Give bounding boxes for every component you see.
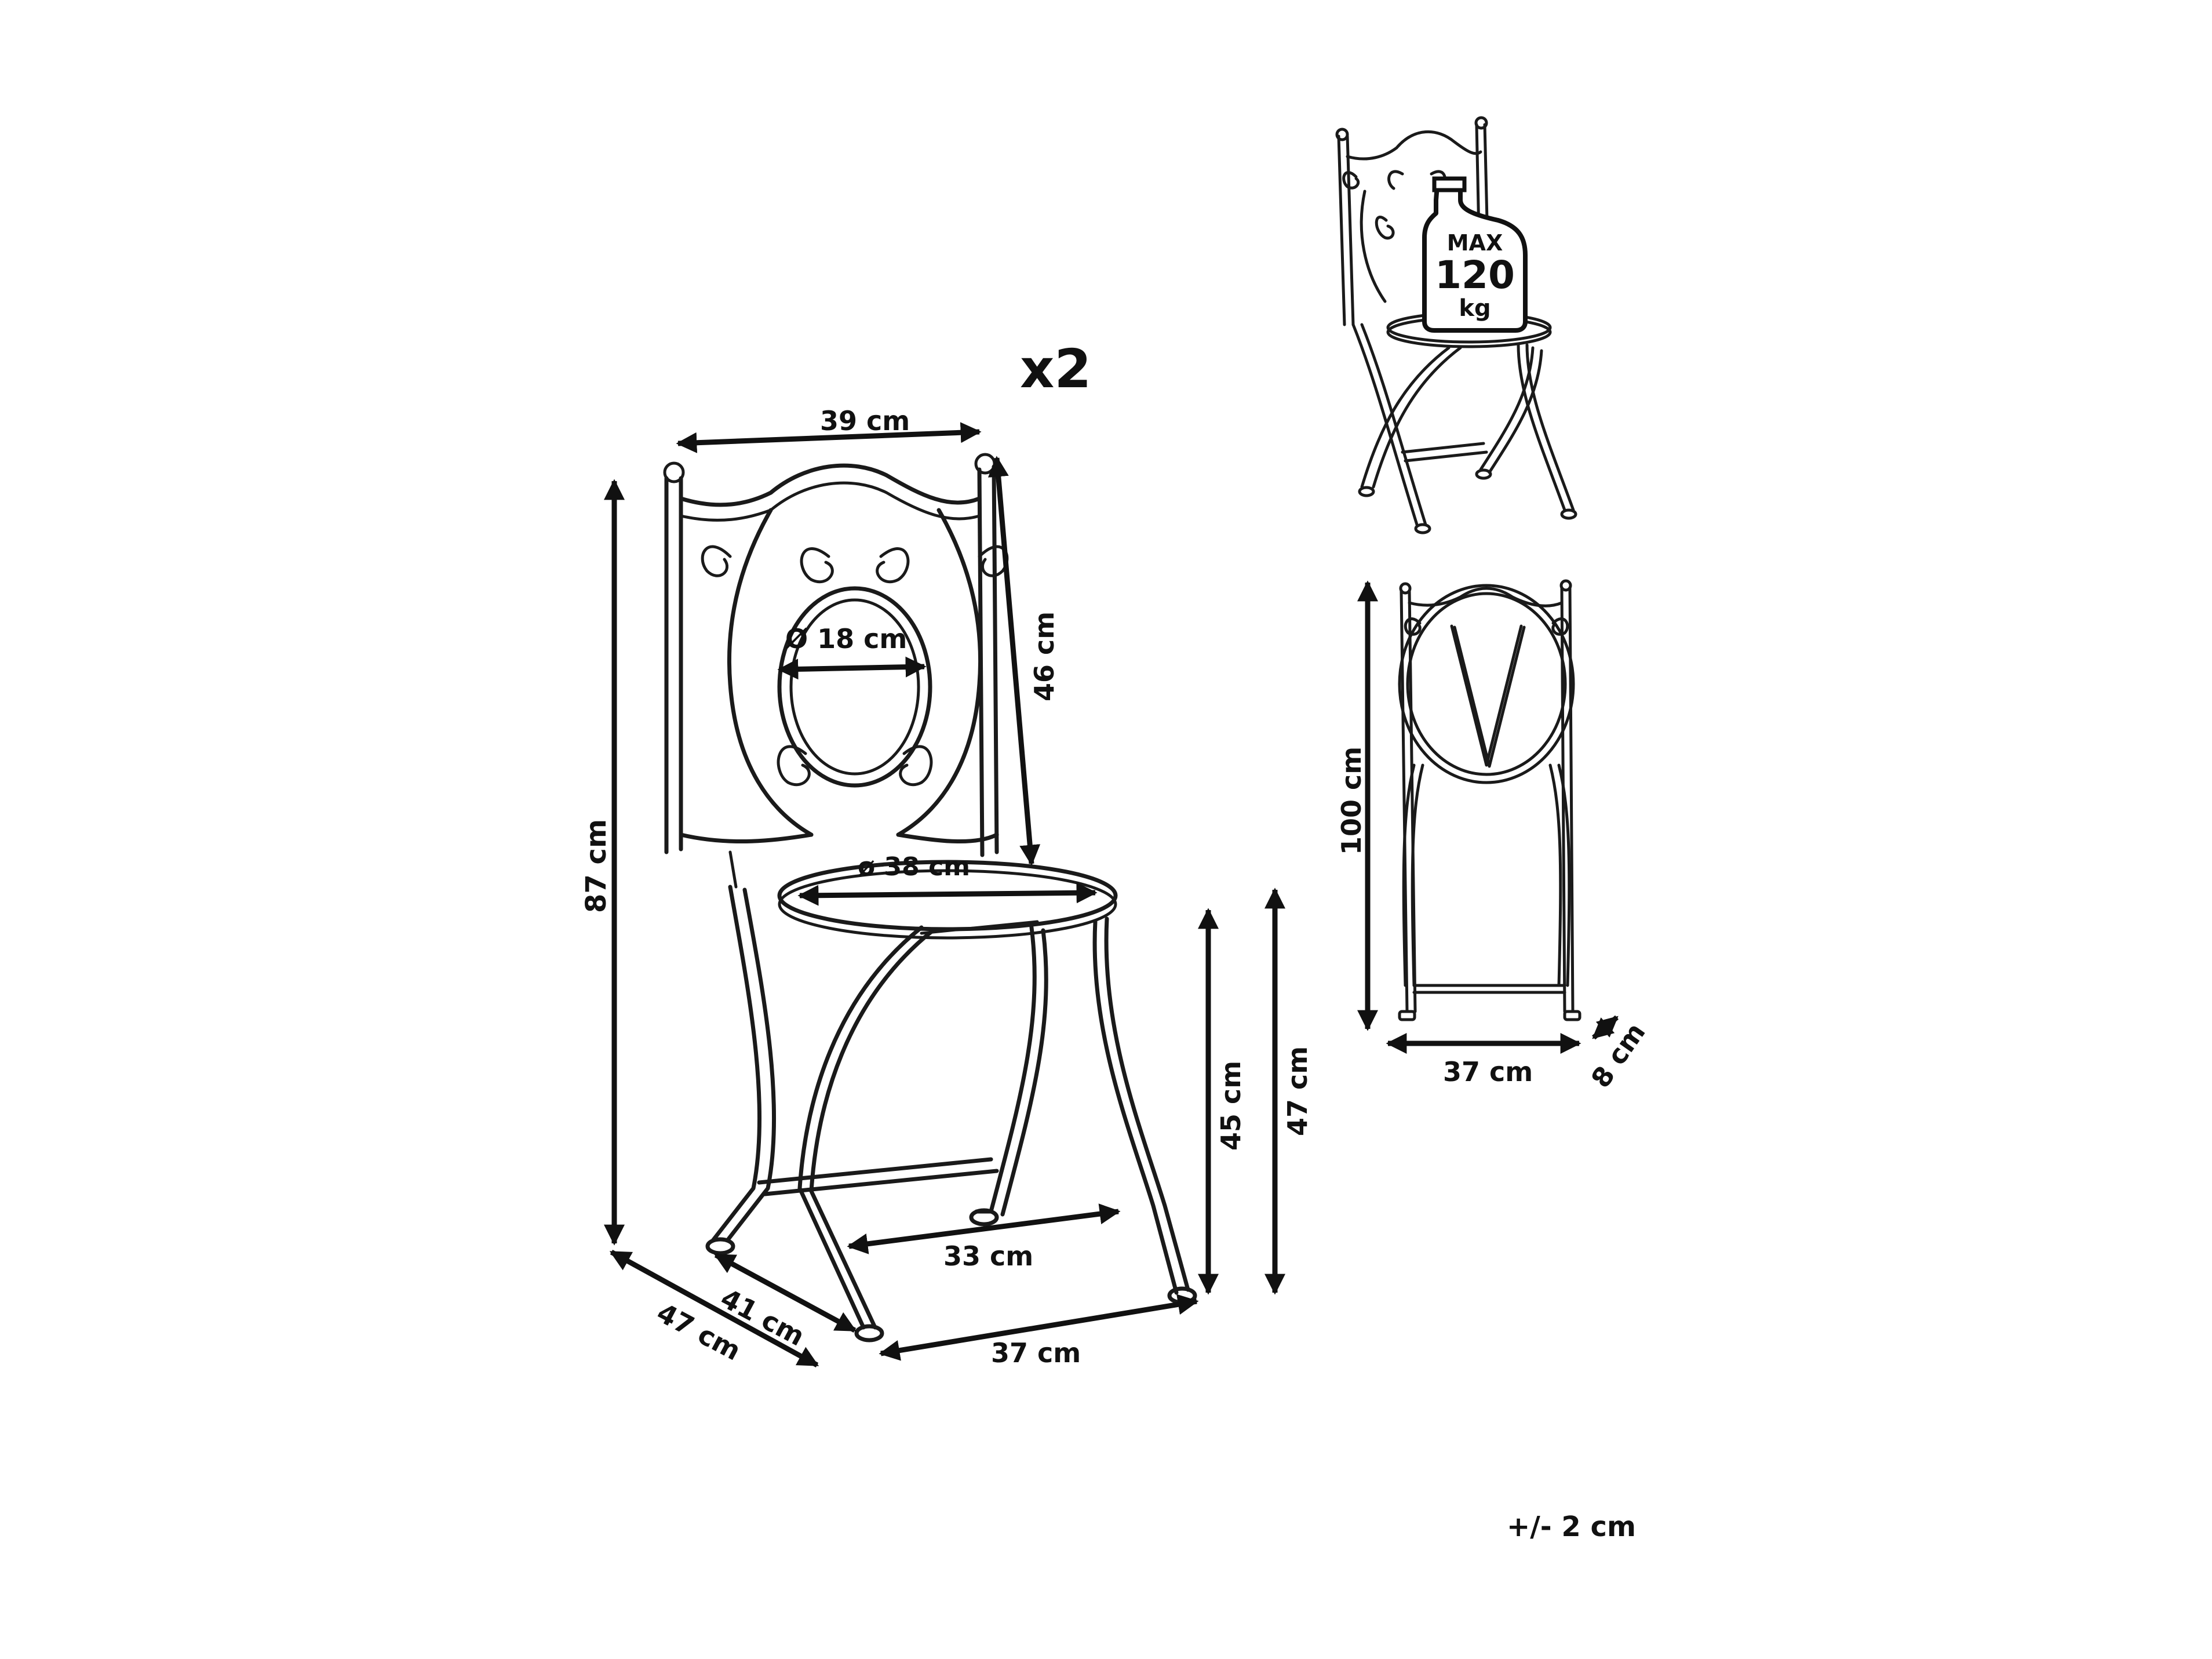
crest-rail [679,463,982,507]
medallion-line [777,656,927,680]
quantity-label: x2 [1020,338,1091,400]
right-leg [1092,919,1179,1295]
left-back-post [664,476,683,854]
backrest-height-line [987,456,1041,866]
folded-depth-line [1592,1015,1619,1040]
main-dimensions [604,422,1285,1367]
folded-dimensions [1357,580,1619,1054]
small-left-post [1337,134,1355,326]
folded-chair-drawing [1398,579,1581,1021]
medallion-diameter-label: Ø 18 cm [785,623,907,654]
depth-line [609,1250,819,1367]
back-medallion [777,586,932,788]
stretcher-width-label: 33 cm [943,1240,1033,1272]
folded-seat [1398,584,1575,784]
load-capacity-drawing [1335,116,1577,534]
seat-diameter-label: ø 38 cm [858,852,970,882]
back-width-line [676,422,982,453]
folded-depth-label: 8 cm [1585,1017,1652,1093]
weight-jug-icon [1422,183,1528,333]
total-height-label: 87 cm [580,819,613,913]
weight-unit: kg [1459,295,1491,322]
stretcher-width-line [847,1203,1121,1254]
folded-width-label: 37 cm [1443,1056,1533,1087]
seat-height-label: 45 cm [1215,1061,1247,1151]
rear-right-leg [974,925,1037,1214]
backrest-height-label: 46 cm [1029,612,1060,701]
left-leg [710,885,762,1243]
tolerance-note: +/- 2 cm [1507,1511,1636,1543]
base-width-line [879,1294,1199,1361]
main-chair-drawing [663,453,1197,1343]
base-width-label: 37 cm [991,1337,1081,1369]
seat-top-height-label: 47 cm [1282,1046,1313,1136]
max-weight-value: 120 [1435,253,1515,297]
max-label: MAX [1447,230,1503,256]
side-stretcher [757,1157,993,1185]
folded-height-label: 100 cm [1336,747,1367,855]
front-left-leg [797,925,924,1330]
seat-diameter-line [797,882,1098,906]
back-width-label: 39 cm [820,405,910,436]
